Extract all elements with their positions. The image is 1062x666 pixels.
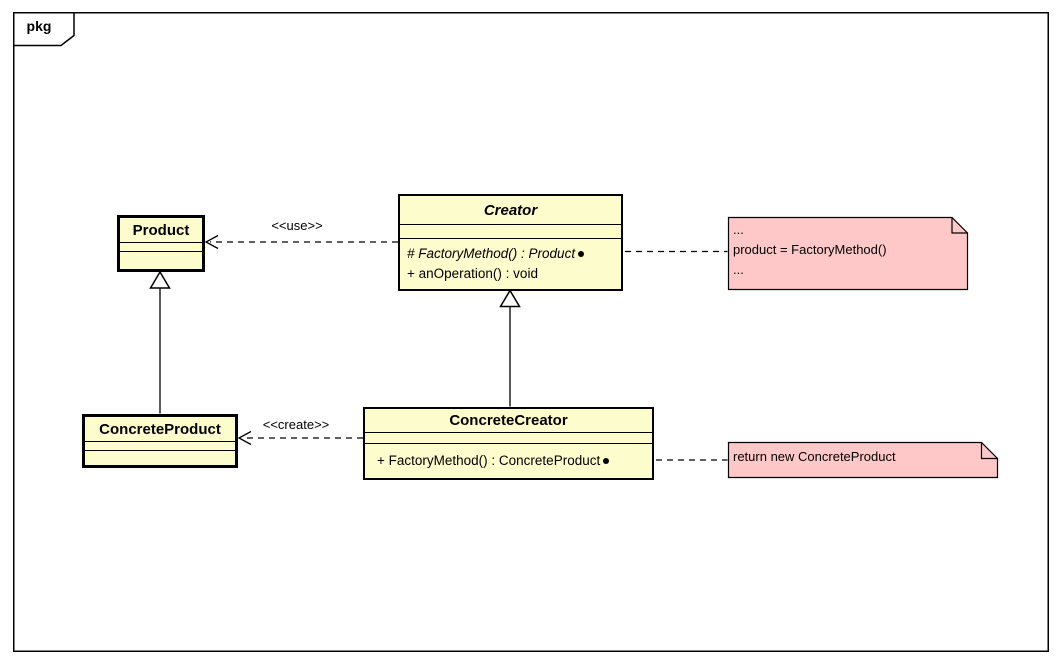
package-frame-border [13, 12, 1049, 652]
class-concrete-product-operations [85, 451, 235, 465]
class-concrete-product-attributes [85, 442, 235, 451]
create-stereotype-label: <<create>> [262, 417, 330, 432]
note-fold-corner [980, 442, 998, 460]
use-stereotype-label: <<use>> [271, 218, 323, 233]
method-text: + anOperation() : void [407, 266, 538, 281]
use-dependency-arrow [204, 234, 398, 250]
package-tab [13, 12, 75, 47]
class-creator-attributes [400, 225, 621, 239]
class-concrete-creator-name: ConcreteCreator [365, 409, 652, 433]
method-text: # FactoryMethod() : Product [407, 246, 576, 261]
method-text: + FactoryMethod() : ConcreteProduct [377, 453, 601, 468]
method-factory-method-concrete: + FactoryMethod() : ConcreteProduct [377, 452, 652, 470]
class-creator[interactable]: Creator # FactoryMethod() : Product + an… [398, 194, 623, 291]
class-creator-name: Creator [400, 196, 621, 225]
connection-dot [603, 458, 610, 464]
class-product-operations [120, 252, 202, 269]
note-creator-text: ... product = FactoryMethod() ... [733, 220, 887, 280]
method-an-operation: + anOperation() : void [407, 264, 621, 284]
note-fold-corner [951, 217, 968, 234]
class-concrete-product-name: ConcreteProduct [85, 417, 235, 442]
note-line: product = FactoryMethod() [733, 242, 887, 257]
generalization-arrow-concretecreator [499, 289, 521, 407]
connection-dot [578, 251, 585, 257]
class-concrete-product[interactable]: ConcreteProduct [82, 414, 238, 468]
note-concretecreator-text: return new ConcreteProduct [733, 447, 896, 467]
note-line: ... [733, 262, 744, 277]
class-concrete-creator-operations: + FactoryMethod() : ConcreteProduct [365, 444, 652, 478]
note-concretecreator-shape[interactable] [727, 441, 999, 479]
class-concrete-creator[interactable]: ConcreteCreator + FactoryMethod() : Conc… [363, 407, 654, 480]
generalization-arrow-concreteproduct [149, 270, 171, 414]
class-product[interactable]: Product [117, 215, 205, 272]
package-tab-label: pkg [26, 18, 52, 34]
note-line: return new ConcreteProduct [733, 449, 896, 464]
class-creator-operations: # FactoryMethod() : Product + anOperatio… [400, 239, 621, 289]
class-product-name: Product [120, 218, 202, 243]
class-product-attributes [120, 243, 202, 252]
note-line: ... [733, 222, 744, 237]
create-dependency-arrow [237, 430, 363, 446]
method-factory-method: # FactoryMethod() : Product [407, 244, 621, 264]
note-creator-shape[interactable] [727, 216, 969, 291]
class-concrete-creator-attributes [365, 433, 652, 444]
